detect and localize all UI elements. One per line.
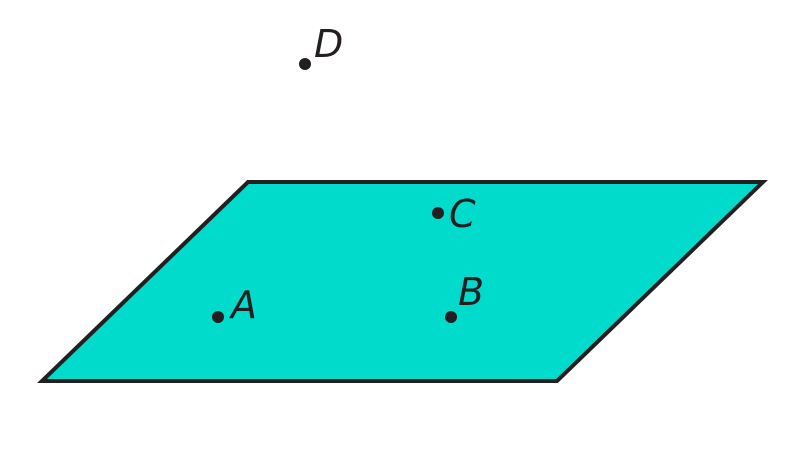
point-d-dot bbox=[299, 58, 311, 70]
point-c-label: C bbox=[449, 192, 476, 236]
point-a-dot bbox=[212, 311, 224, 323]
point-a-label: A bbox=[228, 283, 257, 327]
point-c-dot bbox=[432, 207, 444, 219]
point-b-label: B bbox=[458, 270, 484, 314]
point-d-label: D bbox=[314, 22, 343, 66]
plane bbox=[37, 180, 768, 383]
point-b-dot bbox=[445, 311, 457, 323]
